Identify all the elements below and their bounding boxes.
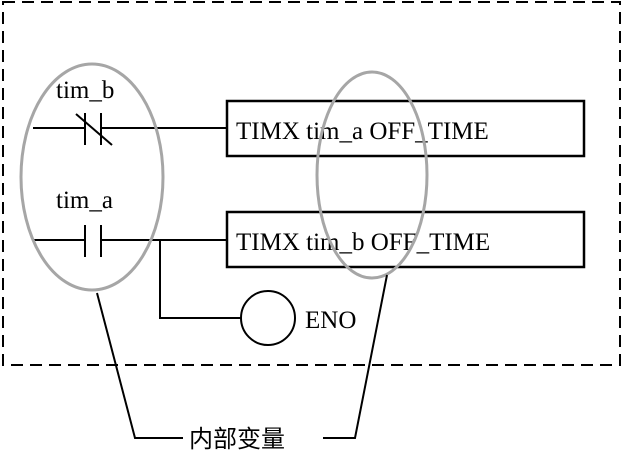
output-coil-icon — [240, 290, 296, 346]
contact-label-tim-b: tim_b — [56, 77, 114, 104]
highlight-ellipse-contacts — [19, 62, 165, 292]
caption-internal-variables: 内部变量 — [189, 425, 285, 451]
callout-leader-right — [323, 274, 388, 439]
function-block-boundary — [2, 1, 621, 366]
eno-branch: ENO — [159, 240, 356, 346]
contact-label-tim-a: tim_a — [56, 187, 113, 214]
eno-branch-wire — [159, 240, 242, 319]
output-label-eno: ENO — [305, 307, 356, 334]
callout-leader-left — [96, 292, 183, 439]
highlight-ellipse-timer-args — [315, 70, 429, 280]
timer-box-1-text: TIMX tim_a OFF_TIME — [236, 118, 489, 145]
timer-box-2 — [225, 210, 586, 269]
timer-box-2-text: TIMX tim_b OFF_TIME — [236, 229, 490, 256]
timer-box-1 — [225, 99, 586, 158]
rung-1: tim_b TIMX tim_a OFF_TIME — [33, 77, 586, 158]
normally-closed-contact-icon — [75, 113, 113, 146]
rung-2: tim_a TIMX tim_b OFF_TIME — [33, 187, 586, 269]
normally-open-contact-icon — [84, 225, 102, 257]
